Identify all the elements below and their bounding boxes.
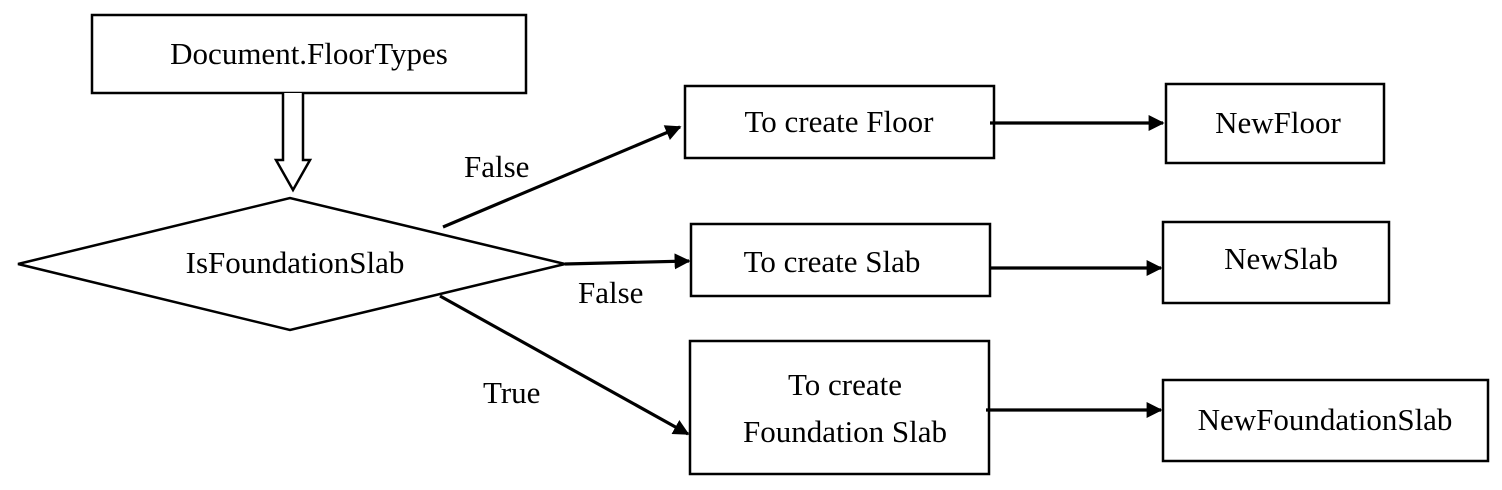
- create-floor-node: To create Floor: [683, 84, 996, 160]
- new-foundation-slab-node: NewFoundationSlab: [1161, 378, 1490, 463]
- new-floor-label: NewFloor: [1215, 105, 1341, 140]
- floor-types-node: Document.FloorTypes: [90, 13, 528, 95]
- decision-node: IsFoundationSlab: [17, 196, 566, 332]
- new-foundation-slab-label: NewFoundationSlab: [1198, 402, 1453, 437]
- edge-label-false-slab: False: [578, 275, 643, 310]
- decision-label: IsFoundationSlab: [186, 245, 405, 280]
- new-slab-node: NewSlab: [1161, 220, 1391, 305]
- create-foundation-slab-node: To create Foundation Slab: [688, 339, 991, 476]
- create-floor-label: To create Floor: [745, 104, 935, 139]
- edge-label-true-foundation: True: [483, 375, 540, 410]
- edge-decision-to-create-floor: [442, 125, 682, 229]
- edge-decision-to-create-foundation-slab: [439, 294, 690, 436]
- create-slab-label: To create Slab: [744, 244, 921, 279]
- floor-types-label: Document.FloorTypes: [170, 36, 448, 71]
- new-slab-label: NewSlab: [1224, 241, 1338, 276]
- create-foundation-slab-label-line2: Foundation Slab: [743, 414, 947, 449]
- create-foundation-slab-label-line1: To create: [788, 367, 902, 402]
- new-floor-node: NewFloor: [1164, 82, 1386, 165]
- edge-label-false-floor: False: [464, 149, 529, 184]
- create-slab-node: To create Slab: [689, 222, 992, 298]
- hollow-down-arrow: [273, 93, 313, 193]
- edge-decision-to-create-slab: [564, 253, 691, 270]
